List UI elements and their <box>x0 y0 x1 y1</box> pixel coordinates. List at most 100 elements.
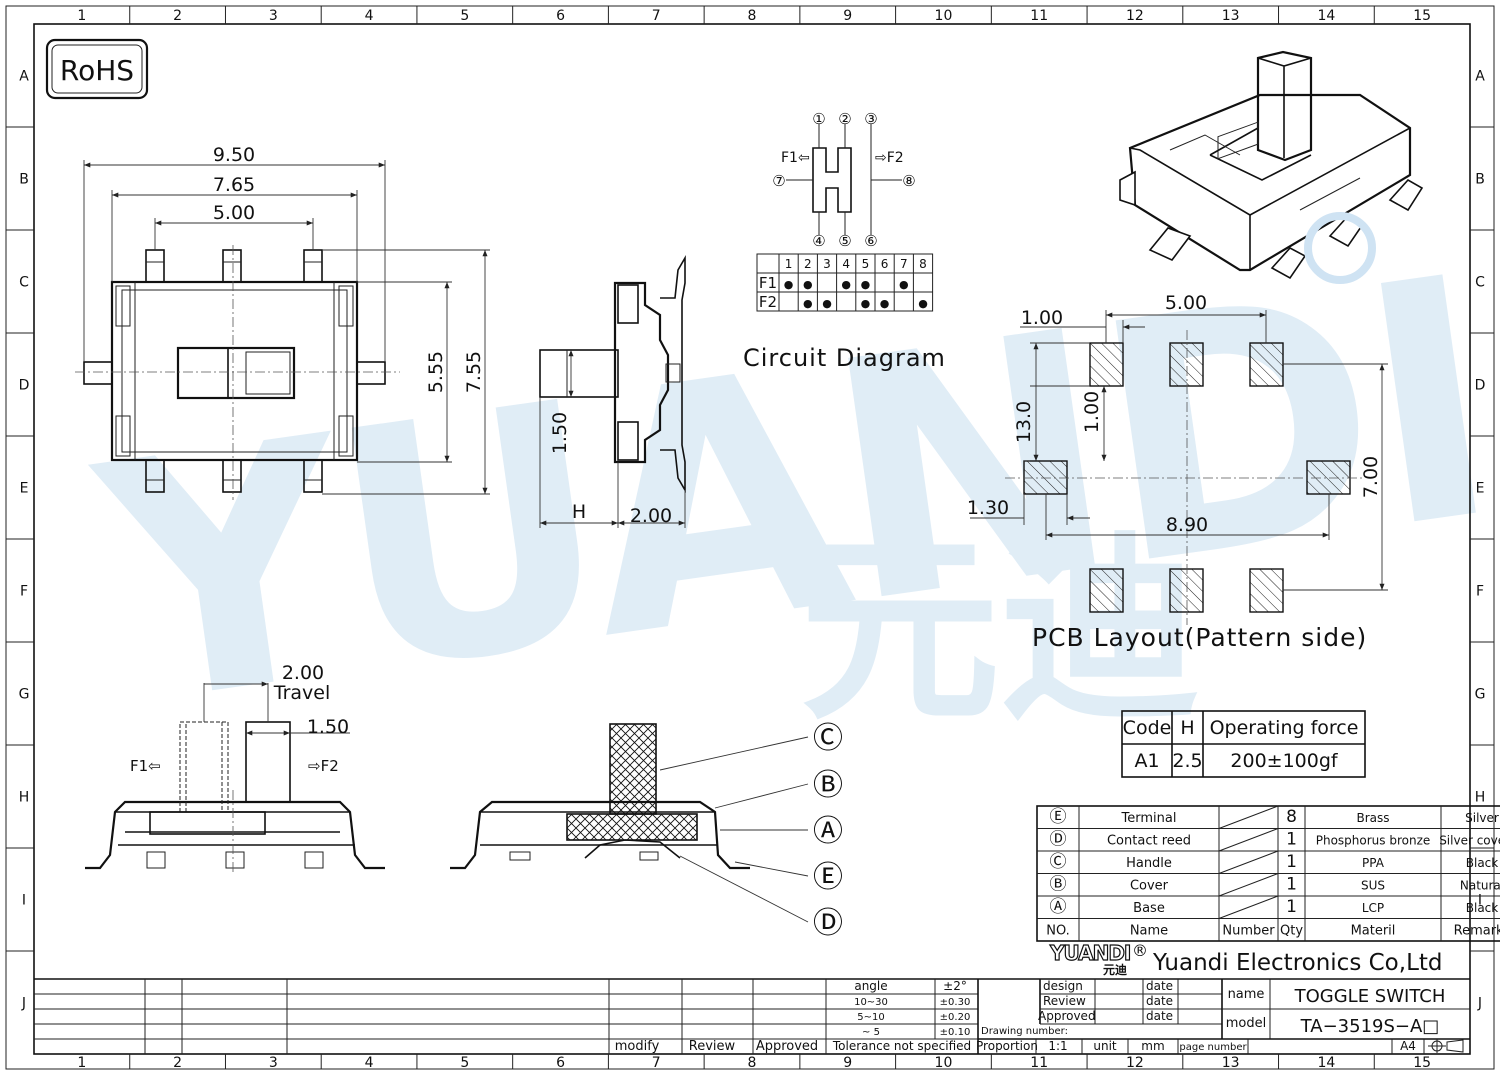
column-label: 8 <box>748 1055 757 1071</box>
pin-1: ① <box>812 110 825 128</box>
date-label: date <box>1146 994 1173 1008</box>
company-reg: ® <box>1132 941 1148 960</box>
side-view: 1.50 H 2.00 <box>539 255 686 528</box>
company-block: YUANDI 元迪 ® Yuandi Electronics Co,Ltd <box>1048 940 1442 977</box>
callout-c: Ⓒ <box>813 721 843 756</box>
row-label: F <box>20 584 28 600</box>
row-label: J <box>1477 996 1482 1012</box>
column-label: 6 <box>556 1055 565 1071</box>
column-label: 10 <box>935 8 953 24</box>
code-table-header: Code <box>1123 717 1172 739</box>
column-label: 15 <box>1413 8 1431 24</box>
bom-cell: Ⓑ <box>1050 875 1067 895</box>
travel-f2: ⇨F2 <box>308 757 339 775</box>
row-label: C <box>1475 275 1485 291</box>
dim-1-50-side: 1.50 <box>549 412 571 454</box>
dim-7-55: 7.55 <box>463 351 485 393</box>
truth-table-frame <box>756 253 934 312</box>
drawing-number-label: Drawing number: <box>981 1026 1068 1037</box>
unit-label: unit <box>1093 1039 1117 1053</box>
bom-slash <box>1218 805 1279 829</box>
column-label: 3 <box>269 1055 278 1071</box>
company-logo-cn: 元迪 <box>1103 962 1127 977</box>
column-label: 13 <box>1222 8 1240 24</box>
tolerance-value: ±2° <box>943 979 967 993</box>
column-label: 2 <box>173 1055 182 1071</box>
pin-5: ⑤ <box>838 232 851 250</box>
revision-modify: modify <box>615 1039 660 1054</box>
row-label: H <box>1475 790 1486 806</box>
name-label: name <box>1228 987 1265 1002</box>
travel-f1: F1⇦ <box>130 757 161 775</box>
truth-table-header: 4 <box>842 257 850 271</box>
bom-cell: 1 <box>1286 852 1297 872</box>
bom-slash <box>1218 828 1279 852</box>
truth-table-cell: ● <box>822 297 832 310</box>
bom-slash <box>1218 895 1279 919</box>
bom-cell: 1 <box>1286 875 1297 895</box>
travel-label: Travel <box>273 682 330 704</box>
row-label: E <box>20 481 29 497</box>
section-view: Ⓒ Ⓑ Ⓐ Ⓔ Ⓓ <box>450 721 843 941</box>
callout-b: Ⓑ <box>813 768 843 803</box>
pcb-dim-13-0: 13.0 <box>1013 401 1035 443</box>
dim-h: H <box>572 501 586 523</box>
row-label: C <box>19 275 29 291</box>
bom-cell: Silver <box>1465 811 1499 825</box>
column-label: 2 <box>173 8 182 24</box>
bom-header: NO. <box>1046 924 1070 939</box>
bom-cell: 8 <box>1286 807 1297 827</box>
bom-cell: Ⓔ <box>1050 807 1067 827</box>
dim-9-50: 9.50 <box>213 144 255 166</box>
border-ticks <box>6 6 1494 1069</box>
row-label: G <box>19 687 30 703</box>
tolerance-range: angle <box>854 979 887 993</box>
bom-cell: Brass <box>1356 811 1389 825</box>
dim-7-65: 7.65 <box>213 174 255 196</box>
pin-7: ⑦ <box>772 172 785 190</box>
bom-cell: SUS <box>1361 879 1385 893</box>
bom-cell: Contact reed <box>1107 834 1191 849</box>
truth-table-cell: ● <box>861 278 871 291</box>
pcb-dim-7-00: 7.00 <box>1360 456 1382 498</box>
column-label: 5 <box>460 8 469 24</box>
code-table-cell: 200±100gf <box>1230 750 1339 772</box>
bom-cell: Ⓒ <box>1050 852 1067 872</box>
bom-cell: Ⓓ <box>1050 830 1067 850</box>
rohs-text: RoHS <box>60 54 134 87</box>
column-label: 7 <box>652 8 661 24</box>
column-label: 10 <box>935 1055 953 1071</box>
truth-table-cell: ● <box>784 278 794 291</box>
column-label: 1 <box>77 1055 86 1071</box>
watermark-cn: 元迪 <box>800 515 1200 748</box>
date-label: date <box>1146 1009 1173 1023</box>
pin-8: ⑧ <box>902 172 915 190</box>
bom-cell: Phosphorus bronze <box>1316 834 1431 848</box>
column-label: 5 <box>460 1055 469 1071</box>
column-label: 3 <box>269 8 278 24</box>
column-label: 14 <box>1317 1055 1335 1071</box>
bom-header: Remarks <box>1454 924 1500 939</box>
pin-2: ② <box>838 110 851 128</box>
bom-header: Name <box>1130 924 1168 939</box>
proportion-label: Proportion <box>976 1039 1038 1053</box>
column-label: 8 <box>748 8 757 24</box>
model-number: TA−3519S−A□ <box>1300 1016 1440 1037</box>
bom-cell: Handle <box>1126 856 1172 871</box>
bom-cell: 1 <box>1286 897 1297 917</box>
circuit-f2: ⇨F2 <box>875 150 904 166</box>
bom-cell: Black <box>1466 901 1499 915</box>
top-view: 9.50 7.65 5.00 5.55 7.55 <box>75 144 490 500</box>
truth-table-cell: ● <box>861 297 871 310</box>
bom-cell: Natural <box>1460 879 1500 893</box>
column-label: 11 <box>1030 8 1048 24</box>
code-table-header: H <box>1180 717 1194 739</box>
truth-table-cell: ● <box>841 278 851 291</box>
truth-table-row-label: F1 <box>759 274 777 292</box>
column-label: 9 <box>843 8 852 24</box>
column-label: 12 <box>1126 1055 1144 1071</box>
design-label: design <box>1043 979 1083 993</box>
